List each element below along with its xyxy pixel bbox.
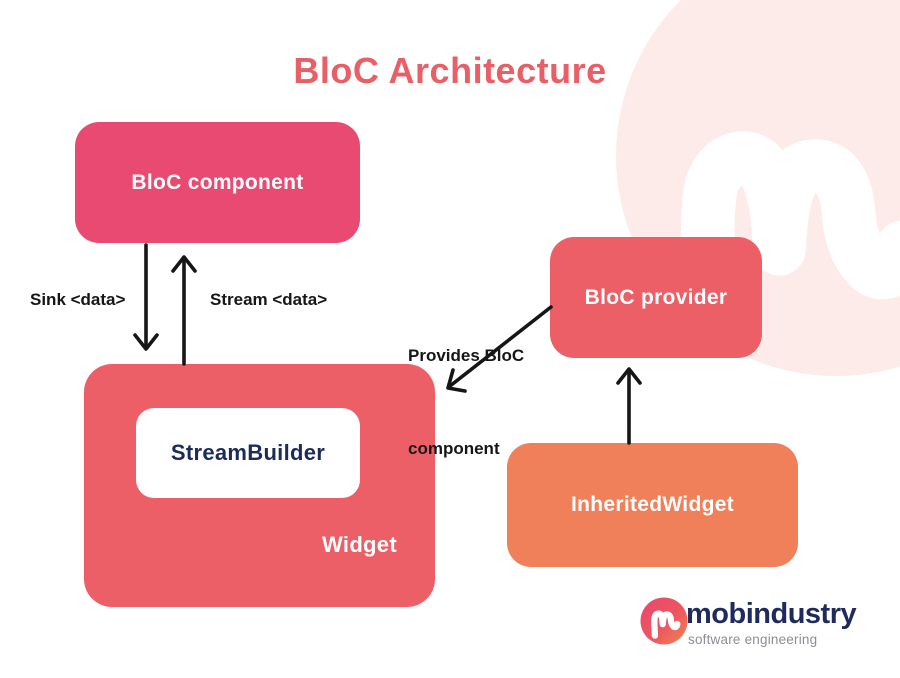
edge-label-provides-bloc-component: Provides BloC component <box>408 278 524 526</box>
node-stream-builder: StreamBuilder <box>136 408 360 498</box>
arrow-inherit-up <box>616 367 642 445</box>
node-bloc-provider: BloC provider <box>550 237 762 358</box>
edge-label-provides-line2: component <box>408 439 500 458</box>
arrow-stream-up <box>171 255 197 366</box>
logo-tagline: software engineering <box>688 632 818 647</box>
arrow-sink-down <box>133 243 159 351</box>
edge-label-stream: Stream <data> <box>210 290 328 309</box>
logo-wordmark: mobindustry <box>686 598 857 630</box>
node-bloc-component-label: BloC component <box>131 170 304 194</box>
page-title: BloC Architecture <box>293 50 607 91</box>
node-inherited-widget-label: InheritedWidget <box>571 493 734 516</box>
node-bloc-component: BloC component <box>75 122 360 243</box>
node-inherited-widget: InheritedWidget <box>507 443 798 567</box>
edge-label-provides-line1: Provides BloC <box>408 346 525 365</box>
mobindustry-logo: mobindustry software engineering <box>640 596 880 658</box>
node-bloc-provider-label: BloC provider <box>584 285 728 309</box>
edge-label-sink: Sink <data> <box>30 290 126 309</box>
mobindustry-m-icon <box>640 597 688 645</box>
node-widget-label: Widget <box>322 532 397 557</box>
node-stream-builder-label: StreamBuilder <box>170 440 326 465</box>
node-widget: StreamBuilder Widget <box>84 364 435 607</box>
